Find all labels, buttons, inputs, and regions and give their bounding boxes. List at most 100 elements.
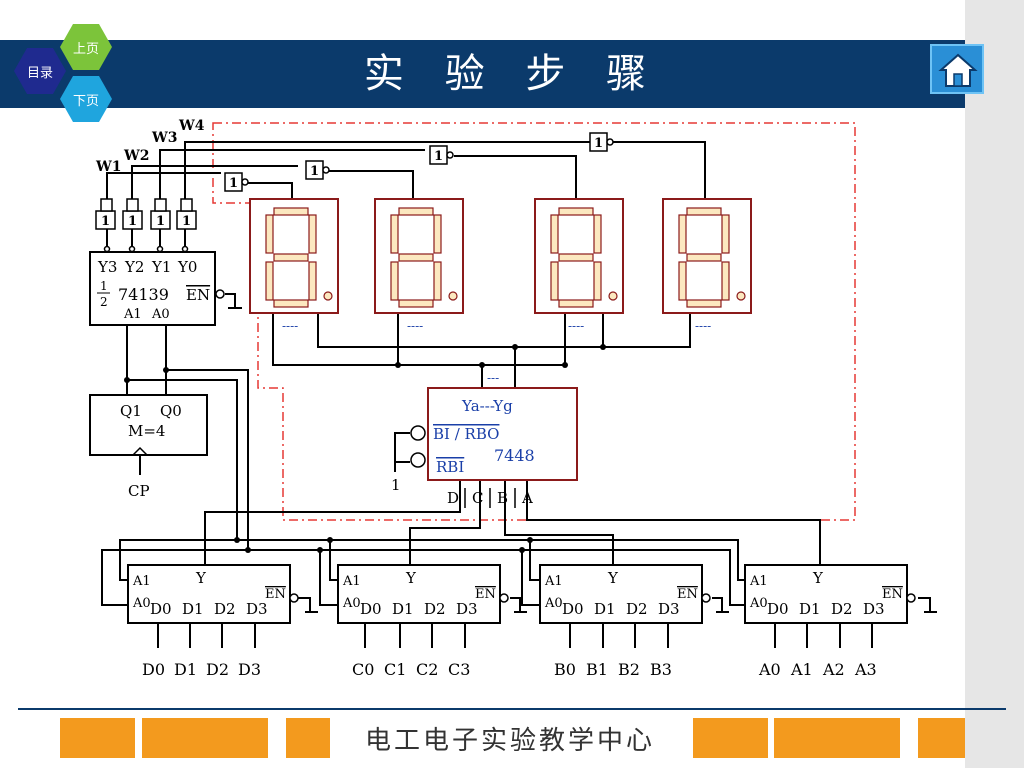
display-segment — [678, 261, 687, 301]
footer-block — [286, 718, 330, 758]
footer-block — [142, 718, 268, 758]
decoder-7448-input-a: A — [521, 489, 533, 507]
mux-data-d2: D2 — [626, 600, 648, 618]
mux-output-y: Y — [195, 569, 207, 587]
mux-data-d2: D2 — [214, 600, 236, 618]
mux-external-input: D3 — [238, 660, 261, 679]
decoder-name: 74139 — [118, 285, 169, 304]
display-segment — [273, 207, 309, 216]
footer-bar: 电工电子实验教学中心 — [0, 718, 1024, 762]
footer-line — [18, 708, 1006, 710]
mux-output-y: Y — [405, 569, 417, 587]
seven-segment-display — [534, 198, 624, 314]
mux-data-d0: D0 — [360, 600, 382, 618]
not-gate-label: 1 — [128, 214, 137, 229]
mux-select-a0: A0 — [749, 596, 768, 611]
multiplexers: A1A0YEND0D0D1D1D2D2D3D3A1A0YEND0C0D1C1D2… — [127, 564, 916, 679]
display-segment — [398, 207, 434, 216]
counter: Q1 Q0 M=4 CP — [89, 394, 208, 500]
decoder-7448-input-c: C — [472, 489, 483, 507]
display-dash: ---- — [568, 319, 584, 333]
mux-external-input: B1 — [586, 660, 608, 679]
not-gate-label: 1 — [156, 214, 165, 229]
display-segment — [686, 253, 722, 262]
display-segment — [550, 261, 559, 301]
not-gate-label: 1 — [594, 136, 603, 151]
mux-enable: EN — [882, 587, 903, 602]
seven-segment-display — [249, 198, 339, 314]
decoder-7448-rbi: RBI — [436, 458, 464, 476]
mux-select-a1: A1 — [544, 574, 563, 589]
mux-data-d0: D0 — [562, 600, 584, 618]
display-dp — [323, 291, 333, 301]
footer-block — [774, 718, 900, 758]
display-segment — [558, 253, 594, 262]
decoder-input-a0: A0 — [151, 307, 170, 322]
mux-output-y: Y — [812, 569, 824, 587]
mux-select-a0: A0 — [342, 596, 361, 611]
not-gate: 1 — [176, 198, 197, 230]
mux-enable: EN — [265, 587, 286, 602]
decoder-output-y1: Y1 — [151, 258, 171, 276]
mux-external-input: C1 — [384, 660, 406, 679]
display-segment — [433, 261, 442, 301]
home-button[interactable] — [930, 44, 984, 94]
seven-segment-display — [662, 198, 752, 314]
decoder-output-y0: Y0 — [177, 258, 197, 276]
w4-label: W4 — [178, 118, 205, 134]
decoder-enable: EN — [186, 286, 210, 304]
counter-clock: CP — [128, 482, 150, 500]
mux-external-input: B2 — [618, 660, 640, 679]
display-segment — [308, 261, 317, 301]
display-segment — [265, 261, 274, 301]
decoder-output-y2: Y2 — [124, 258, 144, 276]
counter-output-q1: Q1 — [120, 402, 142, 420]
w1-label: W1 — [95, 159, 121, 175]
decoder-7448-tie: 1 — [391, 476, 401, 494]
mux-select-a1: A1 — [342, 574, 361, 589]
mux-data-d3: D3 — [456, 600, 478, 618]
mux-external-input: D1 — [174, 660, 197, 679]
mux-select-a1: A1 — [132, 574, 151, 589]
display-dp — [608, 291, 618, 301]
footer-org: 电工电子实验教学中心 — [364, 726, 655, 756]
mux-data-d0: D0 — [150, 600, 172, 618]
mux-data-d1: D1 — [594, 600, 616, 618]
display-segment — [433, 214, 442, 254]
not-gate: 1 — [224, 172, 249, 192]
mux-data-d3: D3 — [658, 600, 680, 618]
mux-data-d1: D1 — [799, 600, 821, 618]
display-segment — [550, 214, 559, 254]
display-dashes: ---- ---- ---- ---- — [282, 319, 711, 333]
w2-label: W2 — [123, 148, 149, 164]
mux-external-input: A3 — [854, 660, 877, 679]
mux-output-y: Y — [607, 569, 619, 587]
decoder-fraction-num: 1 — [100, 279, 108, 293]
display-segment — [390, 214, 399, 254]
display-segment — [686, 299, 722, 308]
display-segment — [398, 253, 434, 262]
mux-external-input: A1 — [790, 660, 813, 679]
mux-data-d2: D2 — [831, 600, 853, 618]
display-segment — [398, 299, 434, 308]
display-segment — [558, 299, 594, 308]
decoder-input-a1: A1 — [123, 307, 142, 322]
toc-label: 目录 — [26, 65, 53, 81]
decoder-7448: --- Ya---Yg BI / RBO RBI 7448 1 D C B A — [391, 371, 578, 508]
display-segment — [721, 261, 730, 301]
mux-enable: EN — [475, 587, 496, 602]
seven-segment-display — [374, 198, 464, 314]
mux-data-d3: D3 — [246, 600, 268, 618]
display-segment — [265, 214, 274, 254]
w3-label: W3 — [151, 130, 177, 146]
display-dp — [736, 291, 746, 301]
decoder-fraction-den: 2 — [100, 295, 108, 309]
not-gate-label: 1 — [310, 164, 319, 179]
decoder-7448-name: 7448 — [494, 446, 535, 465]
not-gate-label: 1 — [229, 176, 238, 191]
mux-data-d1: D1 — [182, 600, 204, 618]
next-page-label: 下页 — [72, 93, 99, 109]
